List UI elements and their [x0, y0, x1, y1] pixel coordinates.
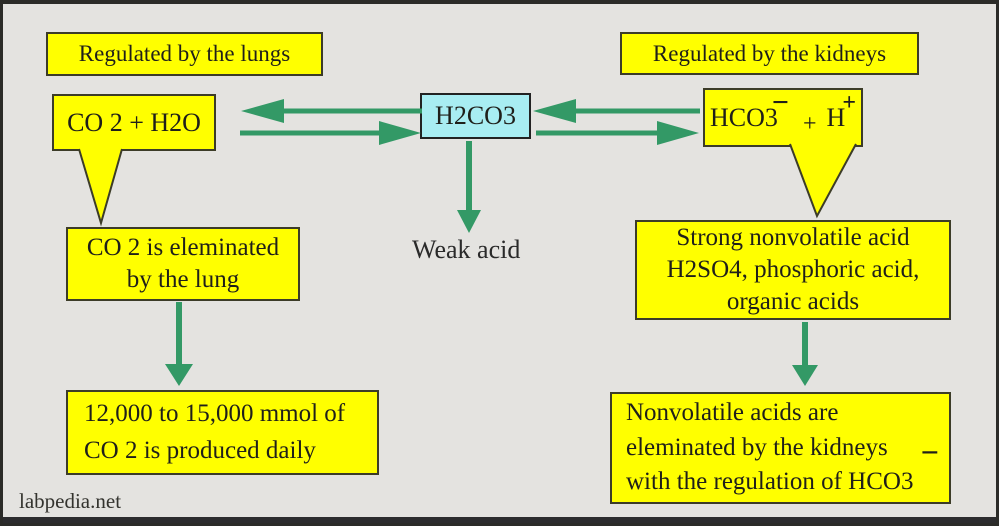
nonvolatile-line3: with the regulation of HCO3 [626, 468, 914, 496]
co2-produced-line2: CO 2 is produced daily [84, 436, 316, 464]
h2co3-label: H2CO3 [435, 101, 516, 131]
node-co2-eliminated: CO 2 is eleminated by the lung [66, 227, 300, 301]
strong-acid-line1: Strong nonvolatile acid [676, 224, 910, 251]
node-strong-nonvolatile-acid: Strong nonvolatile acid H2SO4, phosphori… [635, 220, 951, 320]
strong-acid-line3: organic acids [726, 288, 860, 315]
arrow-h2co3-to-weak-acid-icon [457, 141, 481, 233]
strong-acid-line2: H2SO4, phosphoric acid, [666, 256, 920, 283]
minus-superscript-icon: − [771, 85, 789, 119]
arrow-lung-to-produced-icon [165, 302, 193, 386]
regulated-kidneys-label: Regulated by the kidneys [652, 40, 887, 66]
node-hco3-plus-h: HCO3−+H+ [703, 87, 863, 147]
arrow-co2-to-h2co3-icon [240, 121, 421, 145]
arrow-h2co3-to-co2-icon [241, 99, 422, 123]
arrow-acid-to-nonvolatile-icon [792, 322, 818, 386]
co2-eliminated-line1: CO 2 is eleminated [86, 234, 280, 261]
node-co2-produced-daily: 12,000 to 15,000 mmol of CO 2 is produce… [66, 390, 379, 475]
plus-superscript-icon: + [842, 89, 857, 116]
node-regulated-by-lungs: Regulated by the lungs [46, 32, 323, 76]
node-nonvolatile-eliminated: Nonvolatile acids are eleminated by the … [610, 392, 951, 504]
arrow-hco3-to-h2co3-icon [533, 99, 700, 123]
co2-h2o-label: CO 2 + H2O [67, 107, 201, 137]
regulated-lungs-label: Regulated by the lungs [78, 41, 291, 67]
co2-eliminated-line2: by the lung [126, 266, 240, 293]
node-h2co3: H2CO3 [420, 93, 531, 139]
bottom-divider [3, 517, 996, 523]
arrow-h2co3-to-hco3-icon [536, 121, 699, 145]
plus-sign: + [803, 110, 817, 137]
watermark-labpedia: labpedia.net [19, 489, 122, 513]
weak-acid-label: Weak acid [412, 235, 521, 264]
hydrogen-text: H [826, 102, 846, 132]
callout-tail-co2-h2o [78, 148, 123, 227]
hco3-h-formula: HCO3−+H+ [709, 87, 856, 137]
nonvolatile-line2: eleminated by the kidneys [626, 433, 888, 461]
node-regulated-by-kidneys: Regulated by the kidneys [620, 32, 919, 75]
bicarb-text: HCO3 [709, 102, 778, 132]
co2-produced-line1: 12,000 to 15,000 mmol of [84, 400, 346, 428]
nonvolatile-line1: Nonvolatile acids are [626, 399, 839, 427]
callout-tail-hco3 [789, 143, 857, 219]
node-co2-h2o: CO 2 + H2O [52, 94, 216, 151]
hco3-minus-superscript-icon: − [920, 434, 939, 470]
